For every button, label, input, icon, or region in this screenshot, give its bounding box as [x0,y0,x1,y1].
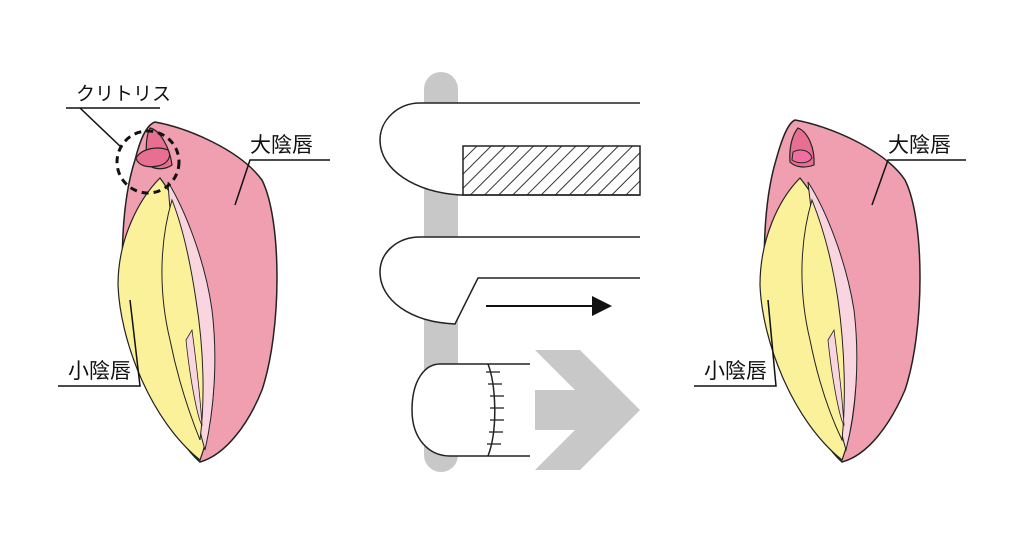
labia-minora-leader-left [58,299,141,387]
inner-slit-right [827,328,845,427]
clitoris-pointer [79,107,123,149]
after-illustration: 大陰唇 小陰唇 [694,119,966,463]
procedure-schematic [379,72,641,472]
inner-slit-left [185,328,203,427]
before-illustration: クリトリス 大陰唇 小陰唇 [58,83,330,463]
clitoris-right-shape [791,149,813,164]
labia-majora-leader-left [234,159,330,206]
labia-minora-label-left: 小陰唇 [68,359,131,383]
labia-majora-label-right: 大陰唇 [888,133,951,157]
clitoris-left-shape [135,147,171,168]
step2-outline [379,236,640,325]
step3-outline [411,363,530,457]
suture-ticks [486,371,504,445]
labia-minora-label-right: 小陰唇 [704,359,767,383]
excision-hatched-area [462,145,641,196]
clitoris-label: クリトリス [76,83,171,105]
clitoris-highlight-circle [115,129,181,195]
labia-minora-leader-right [694,299,777,387]
direction-arrow-icon [592,296,612,316]
labia-majora-leader-right [871,159,966,206]
labia-majora-label-left: 大陰唇 [250,133,313,157]
big-arrow-icon [535,350,640,470]
